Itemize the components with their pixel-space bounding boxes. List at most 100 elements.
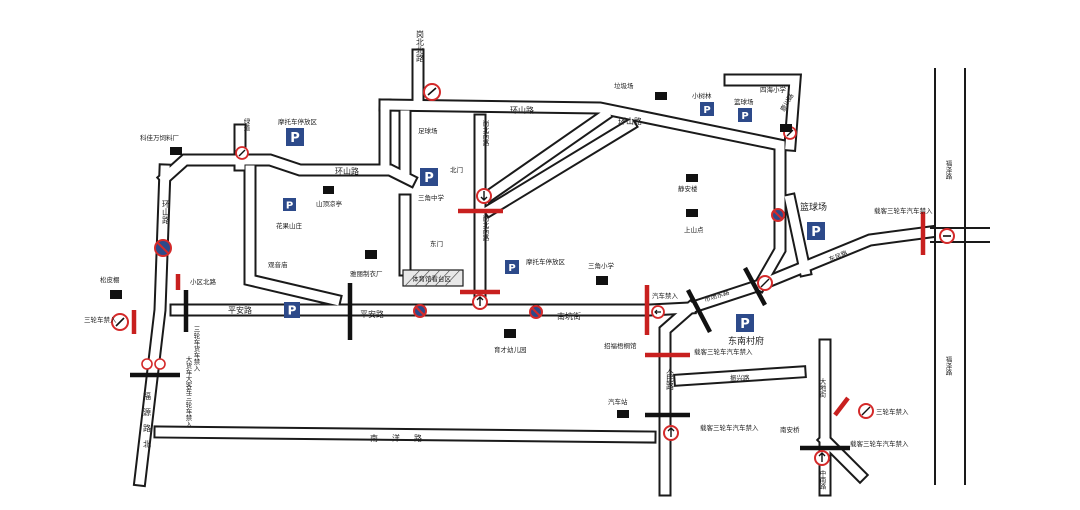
place-label: 静安楼 [678,184,698,193]
notice-label: 大货车大客车三轮车禁入 [184,355,192,428]
notice-label: 载客三轮车汽车禁入 [700,423,759,432]
road-label: 平安路 [360,309,384,319]
svg-text:P: P [740,317,750,332]
place-label: 观音庙 [268,260,288,269]
no-parking-icon [771,208,785,222]
place-label: 南安桥 [780,425,800,434]
parking-icon: P [738,108,752,122]
no-entry-sign-icon [663,425,679,441]
parking-icon: P [505,260,519,274]
svg-text:P: P [424,171,434,186]
no-entry-sign-icon [141,358,166,370]
notice-label: 载客三轮车汽车禁入 [874,206,933,215]
place-label: 汽车站 [608,397,628,406]
road-label: 岗北南路 [481,120,489,148]
parking-icon: P [286,128,304,146]
no-entry-sign-icon [472,294,488,310]
no-entry-sign-icon [235,146,249,160]
place-label: 篮球场 [734,97,754,106]
place-label: 科佳万饲料厂 [140,133,180,142]
svg-text:P: P [508,263,515,274]
place-label: 雅丽制衣厂 [350,269,383,278]
place-label: 三角中学 [418,193,445,202]
map-labels: 岗北北路 环山路 环山路 环山路 环山路 岗北南路 岗北南路 平安路 平安路 南… [84,30,952,491]
place-label: 山顶凉亭 [316,199,343,208]
gym-building [402,269,464,287]
no-entry-sign-icon [814,450,830,466]
svg-text:P: P [811,225,821,240]
road-fuze [930,68,990,485]
no-entry-sign-icon [476,188,492,204]
no-entry-sign-icon [757,275,773,291]
road-network-outline [132,48,938,497]
notice-label: 载客三轮车汽车禁入 [694,347,753,356]
barrier-shichang-2 [743,266,767,307]
road-label: 绿道 [242,117,250,133]
place-label: 摩托车停放区 [278,117,318,126]
place-label: 篮球场 [800,201,827,213]
road-label: 小区北路 [190,277,217,286]
notice-label: 三轮车货车禁入 [192,326,200,372]
svg-text:P: P [288,304,297,318]
notice-label: 三轮车禁入 [876,407,909,416]
road-label: 振兴路 [730,373,750,382]
road-label: 南洋路 [370,433,436,443]
notice-label: 汽车禁入 [652,291,679,300]
svg-text:P: P [741,111,748,122]
road-label: 福泽路 [944,159,952,181]
road-label: 福泽路 [944,355,952,377]
road-label: 平安路 [228,305,252,315]
notice-label: 三轮车禁入 [84,315,117,324]
road-label: 大地街 [818,377,826,399]
barriers-red [131,208,926,417]
place-label: 东南村府 [728,335,764,347]
no-entry-sign-icon [858,403,874,419]
no-entry-sign-icon [423,83,441,101]
no-entry-sign-icon [111,313,129,331]
road-label: 福源路北 [143,392,152,456]
parking-icon: P [284,302,300,318]
road-label: 岗北南路 [481,215,489,243]
barrier-dadi [833,396,850,417]
place-label: 花果山庄 [276,221,303,230]
svg-text:P: P [290,131,300,146]
place-label: 垃圾场 [614,81,634,90]
no-parking-icon [529,305,543,319]
parking-icon: P [420,168,438,186]
place-label: 松皮棚 [100,275,120,284]
parking-icon: P [736,314,754,332]
road-label: 人民路 [666,366,675,390]
road-label: 环山路 [618,116,642,126]
place-label: 足球场 [418,126,438,135]
svg-text:P: P [703,105,710,116]
place-label: 北门 [450,165,463,174]
road-label: 环山路 [335,166,359,176]
place-label: 摩托车停放区 [526,257,566,266]
parking-icon: P [283,198,296,212]
place-label: 三角小学 [588,261,615,270]
no-entry-sign-icon [939,228,955,244]
road-label: 岗北北路 [416,30,425,62]
no-parking-icon [413,304,427,318]
place-label: 育才幼儿园 [494,345,527,354]
place-label: 招福梧桐馆 [604,341,637,350]
road-network-fill [135,50,936,495]
road-label: 中南路 [818,469,826,491]
notice-label: 载客三轮车汽车禁入 [850,439,909,448]
place-label: 东门 [430,239,443,248]
marker-blocks [110,92,792,418]
parking-icons: P P P P P P P P P [283,102,825,332]
parking-icon: P [807,222,825,240]
road-label: 环山路 [510,105,534,115]
parking-icon: P [700,102,714,116]
place-label: 上山点 [684,225,704,234]
place-label: 小树林 [692,91,712,100]
road-label: 环山路 [162,200,171,224]
barrier-shichang-1 [686,288,712,334]
svg-text:P: P [286,201,293,212]
no-parking-icon [154,239,172,257]
place-label: 四海小学 [760,85,787,94]
no-entry-sign-icon [651,305,665,319]
place-label: 体育馆看台区 [412,274,452,283]
